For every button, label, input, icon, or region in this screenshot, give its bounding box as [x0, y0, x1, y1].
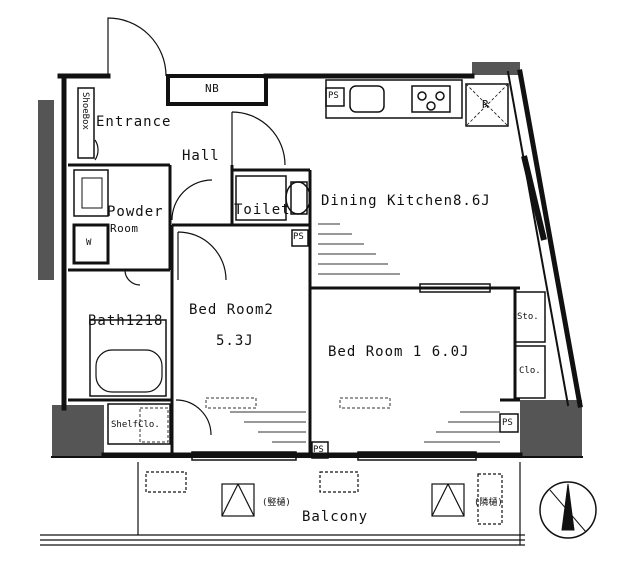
door-swings — [94, 17, 286, 436]
outer-walls — [51, 69, 583, 458]
bed-room-2-size: 5.3J — [216, 333, 254, 349]
shelf-clo-label: ShelfClo. — [111, 420, 160, 430]
entrance-label: Entrance — [96, 114, 172, 130]
bath-label: Bath1218 — [88, 313, 164, 329]
ps-balcony-label: PS — [313, 445, 324, 455]
dining-kitchen-label: Dining Kitchen8.6J — [321, 193, 491, 209]
closet-markers — [139, 397, 391, 443]
clo-label: Clo. — [519, 366, 541, 376]
hatching — [230, 223, 500, 443]
nb-label: NB — [205, 82, 220, 95]
windows — [191, 155, 547, 461]
compass-icon — [539, 481, 597, 539]
toilet-label: Toilet — [234, 202, 291, 218]
powder-room-label-1: Powder — [107, 204, 164, 220]
powder-room-label-2: Room — [110, 222, 139, 235]
bed-room-1-label: Bed Room 1 6.0J — [328, 344, 470, 360]
shoe-box-label: ShoeBox — [80, 92, 90, 130]
hall-label: Hall — [182, 148, 220, 164]
refrigerator-label: R — [482, 98, 490, 111]
interior-walls — [68, 163, 520, 455]
balcony — [40, 462, 525, 546]
ps-kitchen-label: PS — [328, 91, 339, 101]
sto-label: Sto. — [517, 312, 539, 322]
washer-label: W — [86, 238, 92, 248]
bed-room-2-label: Bed Room2 — [189, 302, 274, 318]
balcony-note-right: (隣樋) — [474, 498, 503, 508]
balcony-label: Balcony — [302, 509, 369, 525]
structural-columns — [38, 62, 582, 457]
balcony-note-left: (竪樋) — [262, 498, 291, 508]
fixtures — [72, 79, 546, 459]
ps-toilet-label: PS — [293, 232, 304, 242]
ps-right-label: PS — [502, 418, 513, 428]
